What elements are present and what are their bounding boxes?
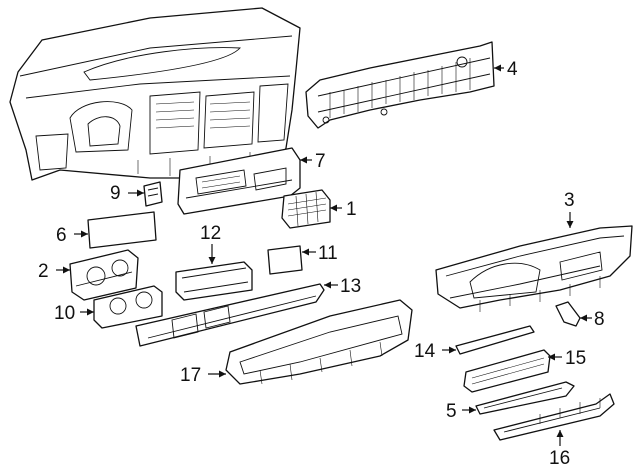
callout-1: 1 [346,199,357,220]
part-14-strip: 14 [414,325,535,362]
callout-11: 11 [318,243,338,264]
callout-14: 14 [414,341,436,362]
part-9-bracket: 9 [110,181,163,207]
callout-16: 16 [549,448,570,469]
callout-4: 4 [507,59,518,80]
part-6-plate: 6 [56,211,157,249]
part-5-trim-strip: 5 [446,381,575,422]
instrument-panel-assembly [9,7,301,181]
callout-2: 2 [38,261,49,282]
part-7-control-panel: 7 [177,147,326,215]
callout-7: 7 [315,151,326,172]
callout-8: 8 [594,309,605,330]
callout-13: 13 [340,276,361,297]
callout-10: 10 [54,303,75,324]
part-4-reinforcement: 4 [305,41,518,129]
part-17-cluster-hood: 17 [180,299,413,386]
callout-12: 12 [200,223,221,244]
part-12-display-bracket: 12 [175,223,253,301]
part-16-lower-bracket: 16 [493,393,615,469]
part-2-vent-housing: 2 [38,249,139,301]
part-3-meter-frame: 3 [435,190,633,312]
callout-15: 15 [565,348,586,369]
part-13-trim-panel: 13 [135,276,361,347]
part-10-switch-panel: 10 [54,285,163,329]
callout-5: 5 [446,401,457,422]
callout-3: 3 [564,190,575,211]
part-15-vent-duct: 15 [463,348,586,393]
callout-9: 9 [110,183,121,204]
part-11-small-panel: 11 [267,243,338,275]
part-8-clip: 8 [555,301,605,330]
part-1-module: 1 [281,189,357,229]
callout-17: 17 [180,365,201,386]
callout-6: 6 [56,225,67,246]
